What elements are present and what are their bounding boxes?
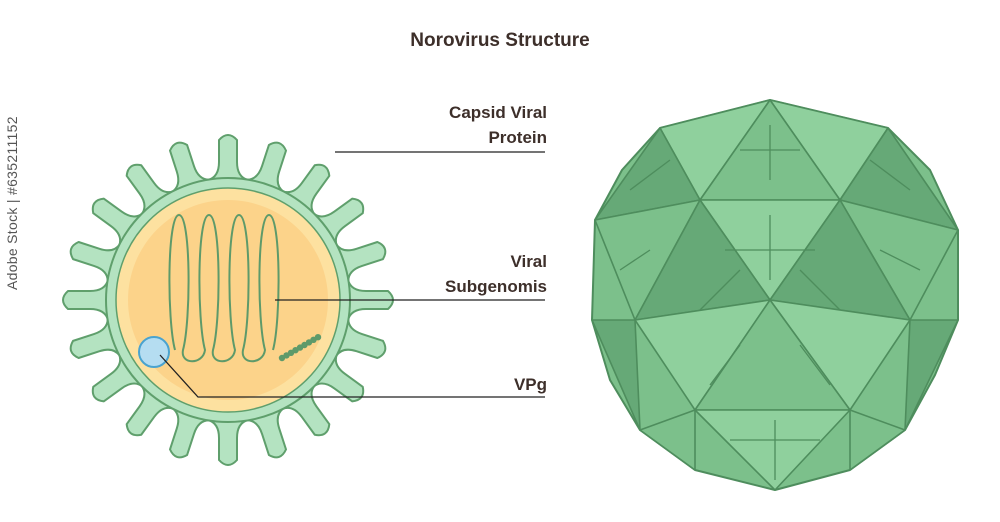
capsid-protein-label: Capsid Viral Protein <box>395 100 547 150</box>
subgenome-label-line1: Viral <box>510 252 547 271</box>
rna-bead <box>314 334 322 341</box>
viral-subgenome-label: Viral Subgenomis <box>395 249 547 299</box>
leader-lines <box>159 151 545 398</box>
capsid-tile-edge <box>619 249 651 271</box>
rna-tail <box>278 334 322 362</box>
capsid-facet <box>694 409 851 491</box>
capsid-facet <box>904 319 959 431</box>
capsid-3d-model <box>591 99 959 491</box>
vpg-protein <box>138 336 170 368</box>
capsid-tile-edge <box>709 344 741 386</box>
capsid-tile-edge <box>799 344 831 386</box>
capsid-tile-edge <box>799 269 841 311</box>
stock-watermark: Adobe Stock | #635211152 <box>4 116 20 290</box>
norovirus-cross-section <box>62 134 394 466</box>
vpg-leader-line <box>159 354 545 398</box>
capsid-label-line1: Capsid Viral <box>449 103 547 122</box>
capsid-tile-edge <box>879 249 921 271</box>
rna-coil <box>168 213 280 363</box>
vpg-label: VPg <box>513 375 547 394</box>
capsid-facet <box>639 409 696 471</box>
subgenome-label-line2: Subgenomis <box>444 277 547 296</box>
capsid-tile-edge <box>629 159 671 191</box>
diagram-title: Norovirus Structure <box>410 30 590 51</box>
capsid-tile-edge <box>869 159 911 191</box>
capsid-facet <box>591 319 641 431</box>
capsid-label-line2: Protein <box>488 128 547 147</box>
capsid-tile-edge <box>699 269 741 311</box>
capsid-facet <box>849 409 906 471</box>
